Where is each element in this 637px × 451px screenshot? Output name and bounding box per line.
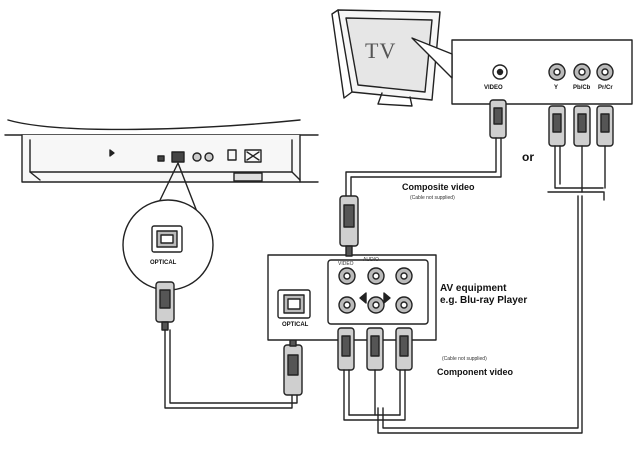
unit-optical-port bbox=[171, 151, 185, 163]
av-equipment bbox=[267, 254, 437, 341]
av-video-out-label: VIDEO bbox=[338, 261, 354, 267]
tv-pr-label: Pr/Cr bbox=[598, 85, 613, 91]
main-unit bbox=[4, 119, 319, 183]
tv-label: TV bbox=[365, 38, 397, 63]
av-equipment-label: AV equipment e.g. Blu-ray Player bbox=[440, 283, 527, 307]
composite-cable-note: (Cable not supplied) bbox=[410, 195, 455, 201]
optical-zoom-circle bbox=[122, 162, 214, 291]
tv-monitor bbox=[331, 9, 441, 107]
tv-y-label: Y bbox=[554, 85, 559, 91]
composite-cable bbox=[339, 99, 507, 257]
component-cable-tv-side bbox=[377, 105, 614, 434]
tv-input-panel bbox=[411, 37, 633, 105]
component-cable-av-side bbox=[337, 327, 413, 421]
av-equipment-line1: AV equipment bbox=[440, 283, 507, 294]
tv-pb-label: Pb/Cb bbox=[573, 85, 591, 91]
optical-zoom-label: OPTICAL bbox=[150, 260, 177, 266]
av-jack-grid bbox=[338, 267, 413, 314]
or-label: or bbox=[522, 150, 534, 164]
composite-video-label: Composite video bbox=[402, 182, 475, 192]
component-video-label: Component video bbox=[437, 367, 513, 377]
tv-video-label: VIDEO bbox=[484, 85, 503, 91]
av-optical-label: OPTICAL bbox=[282, 322, 309, 328]
av-equipment-line2: e.g. Blu-ray Player bbox=[440, 295, 528, 306]
optical-cable bbox=[155, 281, 303, 409]
av-audio-out-label: AUDIO bbox=[363, 257, 379, 263]
component-cable-note: (Cable not supplied) bbox=[442, 356, 487, 362]
tv-video-jack bbox=[492, 64, 508, 80]
